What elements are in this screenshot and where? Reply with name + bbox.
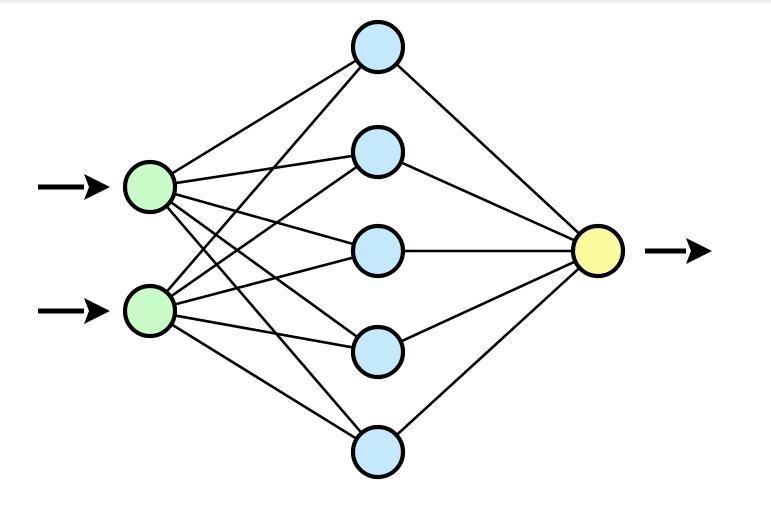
connection-edge [164,203,364,436]
connection-edge [398,259,578,344]
input-arrow-head [84,174,110,200]
connection-edge [167,199,361,340]
node-group [122,19,626,480]
connection-edge [171,192,357,246]
connection-edge [398,160,578,243]
input-arrow-head [84,298,110,324]
connection-edge [168,57,360,177]
hidden-node-h2[interactable] [350,124,406,180]
hidden-node-h4[interactable] [350,324,406,380]
input-node-i1[interactable] [122,159,178,215]
top-edge-band [0,0,771,3]
connection-edge [394,265,582,438]
input-node-i2[interactable] [122,283,178,339]
output-node-o1[interactable] [570,223,626,279]
output-arrow-head [686,238,712,264]
connection-edge [167,164,361,299]
io-arrow-group [38,174,712,324]
connection-edge [393,61,583,237]
hidden-node-h5[interactable] [350,424,406,480]
connection-edge [168,322,360,441]
connection-edge [164,63,364,295]
connection-edge [171,154,357,185]
connection-edge [171,255,357,307]
hidden-node-h3[interactable] [350,223,406,279]
edge-group [164,57,583,441]
connection-edge [171,313,357,350]
hidden-node-h1[interactable] [350,19,406,75]
